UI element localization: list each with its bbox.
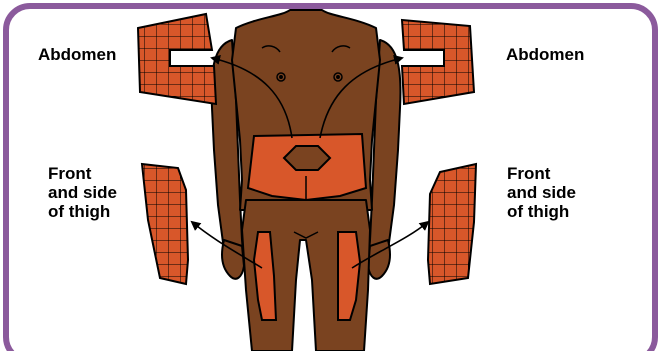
label-thigh-right-line-2: and side (507, 183, 576, 202)
label-abdomen-left: Abdomen (38, 45, 116, 64)
label-thigh-left-line-1: Front (48, 164, 117, 183)
label-thigh-left-line-3: of thigh (48, 202, 117, 221)
label-thigh-left: Front and side of thigh (48, 164, 117, 221)
label-abdomen-right: Abdomen (506, 45, 584, 64)
label-thigh-right-line-1: Front (507, 164, 576, 183)
thigh-grid-right (428, 164, 476, 284)
label-thigh-right: Front and side of thigh (507, 164, 576, 221)
label-thigh-right-line-3: of thigh (507, 202, 576, 221)
label-thigh-left-line-2: and side (48, 183, 117, 202)
